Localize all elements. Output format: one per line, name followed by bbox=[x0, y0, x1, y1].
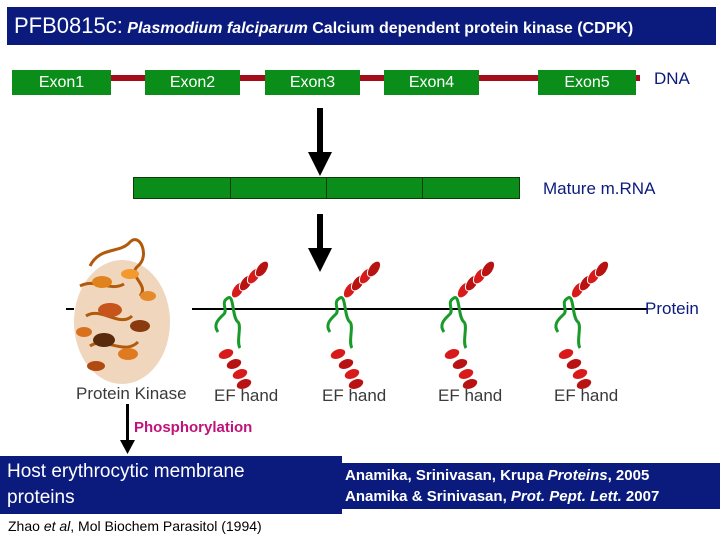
protein-label: Protein bbox=[645, 299, 699, 318]
reference-1-authors: Anamika, Srinivasan, Krupa bbox=[345, 467, 548, 484]
phosphorylation-label: Phosphorylation bbox=[134, 419, 253, 436]
reference-2-authors: Anamika & Srinivasan, bbox=[345, 488, 511, 505]
target-line-2: proteins bbox=[7, 487, 75, 508]
ef-hand-label-3: EF hand bbox=[438, 386, 503, 405]
ef-hand-label-4: EF hand bbox=[554, 386, 619, 405]
ef-hand-4 bbox=[554, 257, 613, 393]
exon-1: Exon1 bbox=[12, 70, 111, 95]
ef-hand-label-1: EF hand bbox=[214, 386, 279, 405]
references-box bbox=[342, 463, 720, 509]
title-bar bbox=[7, 7, 716, 45]
reference-1-journal: Proteins bbox=[547, 467, 608, 484]
target-box bbox=[0, 456, 342, 514]
intron-line bbox=[110, 75, 640, 81]
citation-zhao: Zhao et al, Mol Biochem Parasitol (1994) bbox=[8, 518, 262, 534]
citation-zhao-journal: , Mol Biochem Parasitol (1994) bbox=[70, 518, 262, 534]
protein-name: Calcium dependent protein kinase (CDPK) bbox=[312, 20, 634, 37]
target-text: Host erythrocytic membrane proteins bbox=[7, 459, 337, 511]
reference-1-year: , 2005 bbox=[607, 467, 650, 484]
reference-2: Anamika & Srinivasan, Prot. Pept. Lett. … bbox=[345, 488, 659, 505]
exon-2: Exon2 bbox=[145, 70, 240, 95]
ef-hand-label-2: EF hand bbox=[322, 386, 387, 405]
phosphorylation-arrow bbox=[120, 404, 135, 454]
ef-hand-3 bbox=[440, 257, 499, 393]
mrna-segment-1 bbox=[133, 177, 231, 199]
citation-zhao-author: Zhao bbox=[8, 518, 44, 534]
ef-hand-2 bbox=[326, 257, 385, 393]
slide-title: PFB0815c: Plasmodium falciparum Calcium … bbox=[14, 12, 633, 43]
citation-zhao-etal: et al bbox=[43, 518, 71, 534]
ef-hand-1 bbox=[214, 257, 273, 393]
reference-1: Anamika, Srinivasan, Krupa Proteins, 200… bbox=[345, 467, 649, 484]
translation-arrow bbox=[308, 214, 332, 272]
exon-4: Exon4 bbox=[384, 70, 479, 95]
protein-diagram bbox=[66, 238, 648, 393]
mrna-label: Mature m.RNA bbox=[543, 179, 656, 198]
dna-label: DNA bbox=[654, 69, 690, 88]
organism-name: Plasmodium falciparum bbox=[127, 20, 308, 37]
exon-3: Exon3 bbox=[265, 70, 360, 95]
transcription-arrow bbox=[308, 108, 332, 176]
reference-2-journal: Prot. Pept. Lett. bbox=[510, 488, 622, 505]
kinase-domain-structure bbox=[74, 238, 170, 384]
mrna-segment-3 bbox=[326, 177, 423, 199]
mrna-segment-2 bbox=[230, 177, 327, 199]
target-line-1: Host erythrocytic membrane bbox=[7, 461, 245, 482]
mrna-segment-4 bbox=[422, 177, 520, 199]
reference-2-year: 2007 bbox=[621, 488, 660, 505]
gene-id: PFB0815c: bbox=[14, 13, 123, 38]
exon-5: Exon5 bbox=[538, 70, 636, 95]
protein-kinase-label: Protein Kinase bbox=[76, 384, 187, 403]
